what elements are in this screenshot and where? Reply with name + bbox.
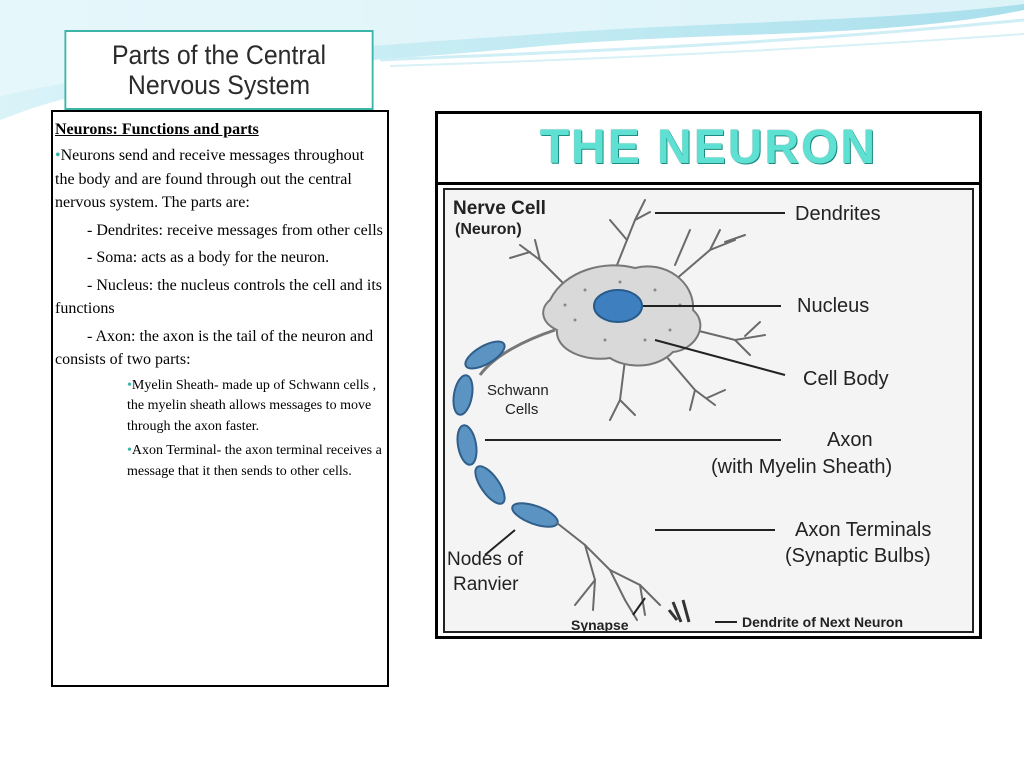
label-schwann-line1: Schwann xyxy=(487,382,549,399)
axon-hillock xyxy=(478,328,556,376)
bullet-dot: • xyxy=(55,147,61,164)
label-cell-body: Cell Body xyxy=(803,368,889,390)
neuron-diagram-frame: Nerve Cell (Neuron) Dendrites Nucleus Ce… xyxy=(435,182,982,639)
slide-title-line2: Nervous System xyxy=(127,70,311,100)
slide-title-line1: Parts of the Central xyxy=(111,40,327,70)
bullet-dot: • xyxy=(127,443,132,458)
label-schwann-line2: Cells xyxy=(505,401,538,418)
next-neuron-dendrite xyxy=(667,599,691,623)
label-synaptic-bulbs: (Synaptic Bulbs) xyxy=(785,545,931,567)
label-next-neuron: Dendrite of Next Neuron xyxy=(742,614,903,630)
subpart-terminal-text: Axon Terminal- the axon terminal receive… xyxy=(127,443,382,479)
label-dendrites: Dendrites xyxy=(795,203,881,225)
label-ranvier: Ranvier xyxy=(453,574,519,595)
leader-lines xyxy=(484,212,786,623)
dendrite-branches xyxy=(509,199,766,421)
diagram-title-line2: (Neuron) xyxy=(455,221,522,238)
neuron-title: THE NEURON xyxy=(539,121,878,174)
part-nucleus: - Nucleus: the nucleus controls the cell… xyxy=(55,276,383,318)
subpart-terminal: •Axon Terminal- the axon terminal receiv… xyxy=(127,441,383,482)
bullet-dot: • xyxy=(127,377,132,393)
diagram-title-line1: Nerve Cell xyxy=(453,198,546,219)
subpart-myelin: •Myelin Sheath- made up of Schwann cells… xyxy=(127,376,383,438)
neuron-title-box: THE NEURON xyxy=(435,111,982,185)
neuron-diagram: Nerve Cell (Neuron) Dendrites Nucleus Ce… xyxy=(443,188,974,633)
part-dendrites: - Dendrites: receive messages from other… xyxy=(87,221,383,239)
label-axon-myelin: (with Myelin Sheath) xyxy=(711,456,892,478)
label-axon: Axon xyxy=(827,429,873,451)
intro-text: Neurons send and receive messages throug… xyxy=(55,147,365,211)
intro-paragraph: •Neurons send and receive messages throu… xyxy=(55,144,383,215)
neuron-diagram-svg: Nerve Cell (Neuron) Dendrites Nucleus Ce… xyxy=(447,198,931,633)
label-synapse: Synapse xyxy=(571,617,629,631)
subpart-myelin-text: Myelin Sheath- made up of Schwann cells … xyxy=(127,377,377,434)
part-axon: - Axon: the axon is the tail of the neur… xyxy=(55,327,374,369)
label-nucleus: Nucleus xyxy=(797,295,869,317)
slide-title-box: Parts of the Central Nervous System xyxy=(64,30,374,110)
axon-terminals-branches xyxy=(556,522,661,621)
part-soma: - Soma: acts as a body for the neuron. xyxy=(87,249,330,266)
notes-heading: Neurons: Functions and parts xyxy=(55,121,259,138)
notes-text-box: Neurons: Functions and parts •Neurons se… xyxy=(51,110,389,687)
label-nodes: Nodes of xyxy=(447,549,524,570)
nucleus-shape xyxy=(593,289,643,323)
myelin-segments xyxy=(452,340,559,528)
label-axon-terminals: Axon Terminals xyxy=(795,519,931,541)
